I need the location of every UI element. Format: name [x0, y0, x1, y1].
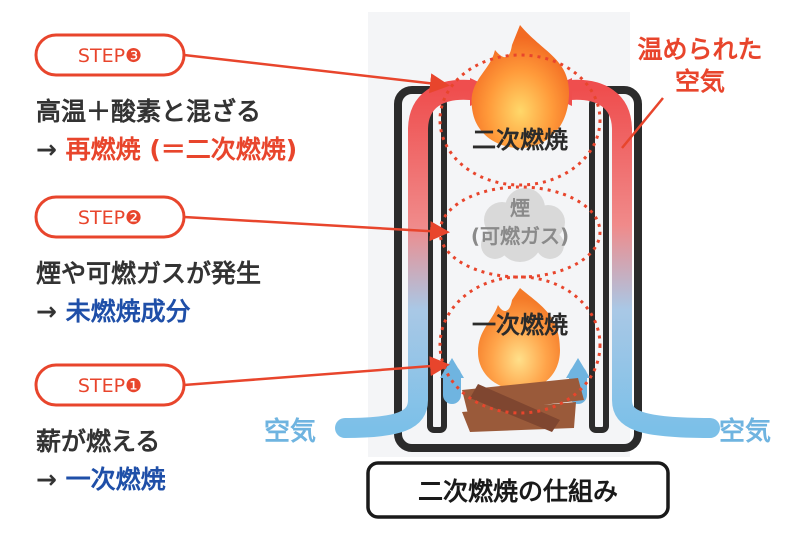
smoke-zone-sublabel: (可燃ガス): [471, 224, 569, 248]
secondary-flame-icon: [471, 25, 570, 148]
step2-pointer: [183, 215, 450, 242]
step3-result: 再燃焼 (＝二次燃焼): [66, 135, 298, 164]
step3-arrow: →: [36, 135, 66, 164]
secondary-zone-ring: [438, 53, 602, 187]
warm-air-label-2: 空気: [675, 67, 725, 96]
inner-air-arrowhead-right: [566, 358, 590, 378]
primary-flame-icon: [478, 288, 560, 390]
step1-arrow: →: [36, 465, 66, 494]
warm-air-label: 温められた: [637, 35, 762, 64]
warm-air-pointer: [621, 97, 664, 149]
step1-result: 一次燃焼: [66, 465, 166, 494]
smoke-zone-ring: [438, 185, 602, 279]
step2-badge: STEP❷: [34, 195, 186, 239]
step1-result-line: → 一次燃焼: [36, 465, 166, 494]
step2-description: 煙や可燃ガスが発生: [36, 259, 261, 288]
smoke-icon: [481, 188, 565, 262]
caption-text: 二次燃焼の仕組み: [418, 477, 618, 506]
air-label-right: 空気: [719, 416, 771, 447]
caption-box: 二次燃焼の仕組み: [366, 461, 670, 519]
step1-badge: STEP❶: [34, 363, 186, 407]
firewood-cross-icon: [470, 384, 560, 432]
step3-description: 高温＋酸素と混ざる: [36, 97, 261, 126]
step3-label: STEP❸: [78, 45, 142, 67]
smoke-zone-label: 煙: [510, 196, 530, 220]
step2-arrow: →: [36, 297, 66, 326]
primary-zone-ring: [438, 275, 602, 415]
step3-badge: STEP❸: [34, 33, 186, 77]
step3-pointer: [183, 53, 450, 94]
air-label-left: 空気: [264, 416, 316, 447]
step2-result-line: → 未燃焼成分: [36, 297, 191, 326]
step1-pointer: [183, 356, 450, 387]
air-flow-right: [560, 79, 720, 438]
primary-zone-label: 一次燃焼: [472, 311, 568, 339]
step1-label: STEP❶: [78, 375, 142, 397]
step1-description: 薪が燃える: [36, 427, 160, 456]
step2-result: 未燃焼成分: [66, 297, 191, 326]
step3-result-line: → 再燃焼 (＝二次燃焼): [36, 135, 297, 164]
step2-label: STEP❷: [78, 207, 142, 229]
secondary-zone-label: 二次燃焼: [472, 126, 568, 154]
